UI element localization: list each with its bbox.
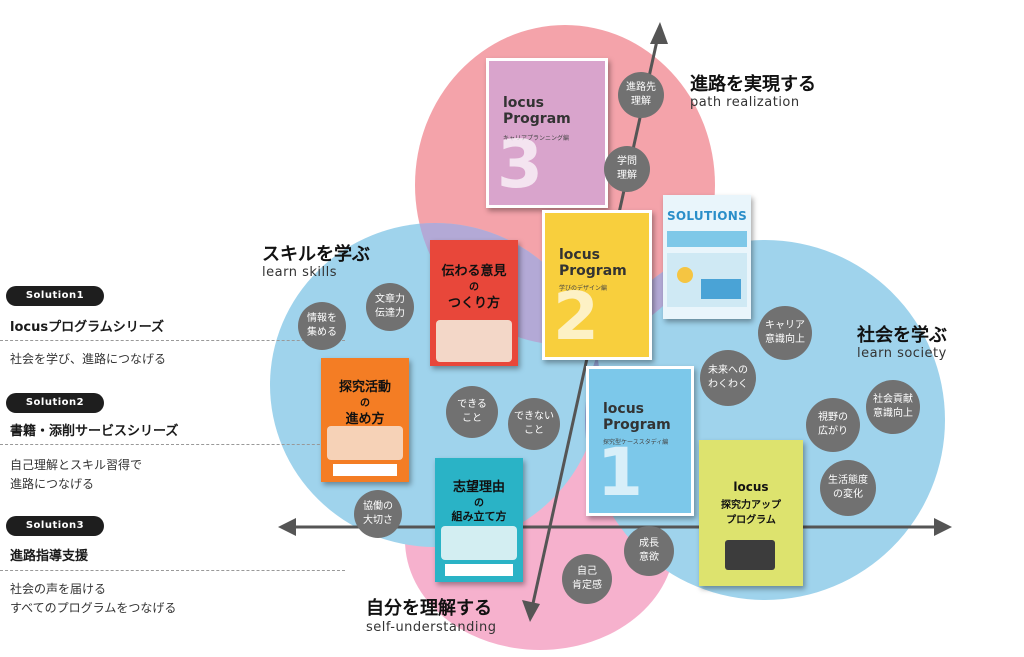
book-tankyu-band <box>333 464 397 476</box>
book-shibou-l1: 志望理由 <box>452 480 505 495</box>
solution2-desc-line1: 自己理解とスキル習得で <box>10 458 143 472</box>
solution3-desc: 社会の声を届ける すべてのプログラムをつなげる <box>10 580 176 618</box>
area-society-subtitle: learn society <box>857 346 947 361</box>
keyword-shinrosaki-rikai: 進路先 理解 <box>618 72 664 118</box>
area-skills-title: スキルを学ぶ <box>262 244 370 265</box>
book-locus1-sub: 探究型ケーススタディ編 <box>603 439 669 446</box>
book-tsutawaru-illustration <box>436 320 512 362</box>
book-tankyuup-l3: プログラム <box>726 515 776 526</box>
bulb-icon <box>677 267 693 283</box>
book-tankyu-l3: 進め方 <box>345 412 385 427</box>
area-self-subtitle: self-understanding <box>366 620 497 635</box>
book-locus-program-2[interactable]: locus Program 学びのデザイン編 2 <box>542 210 652 360</box>
keyword-joho-atsumeru: 情報を 集める <box>298 302 346 350</box>
book-locus3-sub: キャリアプランニング編 <box>503 135 570 142</box>
book-solutions[interactable]: SOLUTIONS <box>663 195 751 319</box>
keyword-bunshoryoku: 文章力 伝達力 <box>366 283 414 331</box>
book-shibou-band <box>445 564 513 576</box>
book-locus1-title: locus Program <box>603 401 671 433</box>
book-solutions-illustration <box>667 253 747 307</box>
keyword-dekinai-koto: できない こと <box>508 398 560 450</box>
book-shibou-illustration <box>441 526 517 560</box>
book-tankyu-l1: 探究活動 <box>338 380 391 395</box>
book-locus2-number: 2 <box>553 278 599 355</box>
book-tsutawaru-l1: 伝わる意見 <box>441 264 507 279</box>
area-path-subtitle: path realization <box>690 95 800 110</box>
book-tankyu-katsudo[interactable]: 探究活動 の 進め方 <box>321 358 409 482</box>
book-solutions-band <box>667 231 747 247</box>
solution1-title: locusプログラムシリーズ <box>10 320 165 335</box>
solution1-divider <box>0 340 345 341</box>
book-locus2-sub: 学びのデザイン編 <box>559 285 608 292</box>
book-tsutawaru-iken[interactable]: 伝わる意見 の つくり方 <box>430 240 518 366</box>
area-society-title: 社会を学ぶ <box>857 325 947 346</box>
arrow-right <box>934 518 952 536</box>
book-tankyu-l2: の <box>360 398 370 409</box>
keyword-kyodo-taisetsu: 協働の 大切さ <box>354 490 402 538</box>
arrow-left <box>278 518 296 536</box>
book-tankyu-up-program[interactable]: locus 探究力アップ プログラム <box>699 440 803 586</box>
keyword-seicho-iyoku: 成長 意欲 <box>624 526 674 576</box>
solution3-badge: Solution3 <box>6 516 104 536</box>
solution1-desc: 社会を学び、進路につなげる <box>10 350 166 369</box>
book-tsutawaru-l2: の <box>469 282 479 293</box>
solution3-desc-line2: すべてのプログラムをつなげる <box>10 601 177 615</box>
book-locus3-number: 3 <box>497 126 543 203</box>
keyword-shakai-koken: 社会貢献 意識向上 <box>866 380 920 434</box>
solution2-desc-line2: 進路につなげる <box>10 477 95 491</box>
arrow-up <box>650 22 668 44</box>
solution3-title: 進路指導支援 <box>10 549 89 564</box>
keyword-seikatsu-taido: 生活態度 の変化 <box>820 460 876 516</box>
area-path-title: 進路を実現する <box>690 74 816 95</box>
area-self-title: 自分を理解する <box>366 598 492 619</box>
solution2-badge: Solution2 <box>6 393 104 413</box>
book-locus1-number: 1 <box>597 434 643 511</box>
book-shibou-l3: 組み立て方 <box>451 510 507 523</box>
book-tankyuup-l2: 探究力アップ <box>721 500 781 511</box>
desk-icon <box>701 279 741 299</box>
book-locus3-title: locus Program <box>503 95 571 127</box>
solution3-desc-line1: 社会の声を届ける <box>10 582 107 596</box>
book-tankyuup-illustration <box>725 540 775 570</box>
solution3-divider <box>0 570 345 571</box>
book-locus-program-1[interactable]: locus Program 探究型ケーススタディ編 1 <box>586 366 694 516</box>
solution2-title: 書籍・添削サービスシリーズ <box>10 424 179 439</box>
arrow-down <box>522 600 540 622</box>
book-tankyuup-l1: locus <box>733 480 769 494</box>
solution1-desc-line1: 社会を学び、進路につなげる <box>10 352 167 366</box>
book-tankyu-illustration <box>327 426 403 460</box>
keyword-gakumon-rikai: 学問 理解 <box>604 146 650 192</box>
keyword-dekiru-koto: できる こと <box>446 386 498 438</box>
keyword-jiko-koteikan: 自己 肯定感 <box>562 554 612 604</box>
solution2-desc: 自己理解とスキル習得で 進路につなげる <box>10 456 142 494</box>
book-locus2-title: locus Program <box>559 247 627 279</box>
book-shibou-riyu[interactable]: 志望理由 の 組み立て方 <box>435 458 523 582</box>
keyword-career-ishiki: キャリア 意識向上 <box>758 306 812 360</box>
keyword-shiya-hirogari: 視野の 広がり <box>806 398 860 452</box>
area-skills-subtitle: learn skills <box>262 265 337 280</box>
book-locus-program-3[interactable]: locus Program キャリアプランニング編 3 <box>486 58 608 208</box>
book-shibou-l2: の <box>474 498 484 509</box>
book-solutions-title: SOLUTIONS <box>666 209 748 223</box>
solution1-badge: Solution1 <box>6 286 104 306</box>
solution2-divider <box>0 444 345 445</box>
keyword-mirai-wakuwaku: 未来への わくわく <box>700 350 756 406</box>
book-tsutawaru-l3: つくり方 <box>447 296 500 311</box>
